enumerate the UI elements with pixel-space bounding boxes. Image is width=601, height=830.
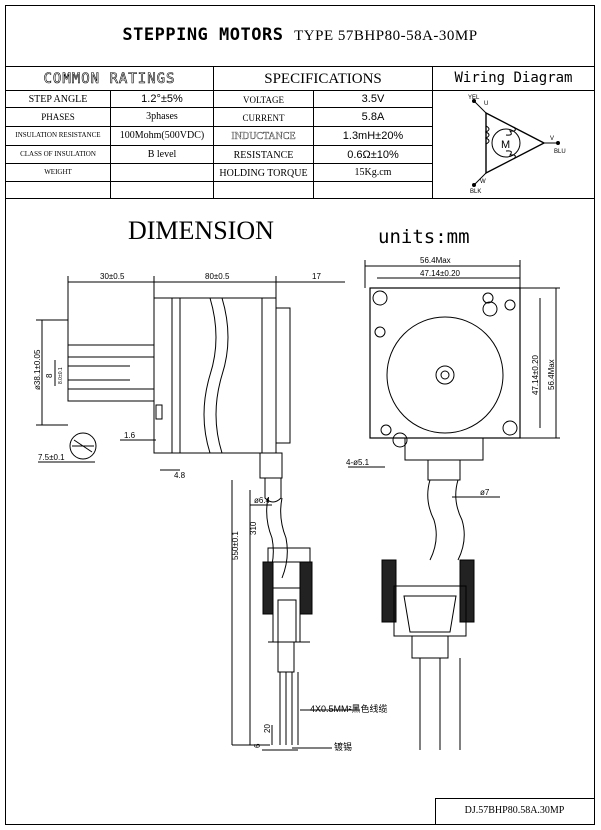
drawing-number: DJ.57BHP80.58A.30MP [464, 805, 565, 816]
dim-6: 6 [253, 743, 262, 748]
dim-47-14-v: 47.14±0.20 [531, 354, 540, 395]
wiring-w-label: W [480, 179, 486, 185]
rating-label: STEP ANGLE [28, 94, 88, 105]
spec-label: HOLDING TORQUE [219, 168, 308, 179]
dimension-heading: DIMENSION [128, 216, 274, 245]
dim-310: 310 [249, 521, 258, 535]
rating-value: 1.2°±5% [141, 93, 183, 105]
wiring-diagram: M YEL U V BLU W BLK [468, 95, 566, 195]
spec-label: INDUCTANCE [231, 131, 296, 142]
dim-56-4-v: 56.4Max [547, 359, 556, 390]
wiring-motor-label: M [501, 139, 510, 151]
rating-label: INSULATION RESISTANCE [15, 131, 101, 139]
dim-shaft: ø38.1±0.05 [33, 349, 42, 390]
spec-value: 1.3mH±20% [342, 130, 404, 142]
dim-4-8: 4.8 [174, 471, 186, 480]
units-label: units:mm [378, 226, 470, 248]
spec-value: 0.6Ω±10% [347, 149, 399, 161]
rating-value: 3phases [146, 111, 178, 122]
wiring-diagram-header: Wiring Diagram [454, 70, 573, 86]
rating-label: WEIGHT [44, 168, 72, 176]
dim-holes: 4-ø5.1 [346, 458, 370, 467]
rating-value: 100Mohm(500VDC) [119, 130, 205, 141]
dim-1-6: 1.6 [124, 431, 136, 440]
dim-80: 80±0.5 [205, 272, 230, 281]
wiring-blk-label: BLK [470, 189, 481, 195]
dim-550: 550±0.1 [231, 531, 240, 560]
spec-value: 15Kg.cm [354, 167, 392, 178]
dim-wire: 4X0.5MM²黑色线缆 [310, 703, 388, 714]
dim-30: 30±0.5 [100, 272, 125, 281]
wiring-yel-label: YEL [468, 95, 480, 101]
specifications-header: SPECIFICATIONS [264, 71, 382, 87]
wiring-u-label: U [484, 101, 488, 107]
dim-phi6-4: ø6.4 [254, 496, 271, 505]
document-title: STEPPING MOTORS TYPE 57BHP80-58A-30MP [5, 25, 595, 46]
spec-label: VOLTAGE [243, 95, 284, 105]
dim-56-4: 56.4Max [420, 256, 451, 265]
title-main: STEPPING MOTORS [122, 25, 284, 45]
dim-8: 8 [45, 373, 54, 378]
title-type: TYPE 57BHP80-58A-30MP [294, 28, 478, 44]
rating-value: B level [147, 149, 177, 160]
spec-label: CURRENT [242, 113, 285, 123]
wiring-v-label: V [550, 136, 554, 142]
dimension-drawing: 30±0.5 80±0.5 17 ø38.1±0.05 8 8.0±0.1 1.… [33, 256, 560, 752]
dim-key: 8.0±0.1 [58, 367, 64, 384]
dim-tin: 镀锡 [334, 741, 352, 752]
spec-value: 3.5V [361, 93, 385, 105]
dim-20: 20 [263, 724, 272, 733]
wiring-blu-label: BLU [554, 149, 566, 155]
dim-47-14: 47.14±0.20 [420, 269, 461, 278]
common-ratings-header: COMMON RATINGS [43, 71, 176, 88]
dim-7-5: 7.5±0.1 [38, 453, 65, 462]
spec-value: 5.8A [361, 111, 385, 123]
spec-label: RESISTANCE [233, 150, 294, 161]
dim-17: 17 [312, 272, 321, 281]
rating-label: PHASES [41, 112, 75, 122]
rating-label: CLASS OF INSULATION [20, 150, 96, 158]
dim-phi7: ø7 [480, 488, 490, 497]
